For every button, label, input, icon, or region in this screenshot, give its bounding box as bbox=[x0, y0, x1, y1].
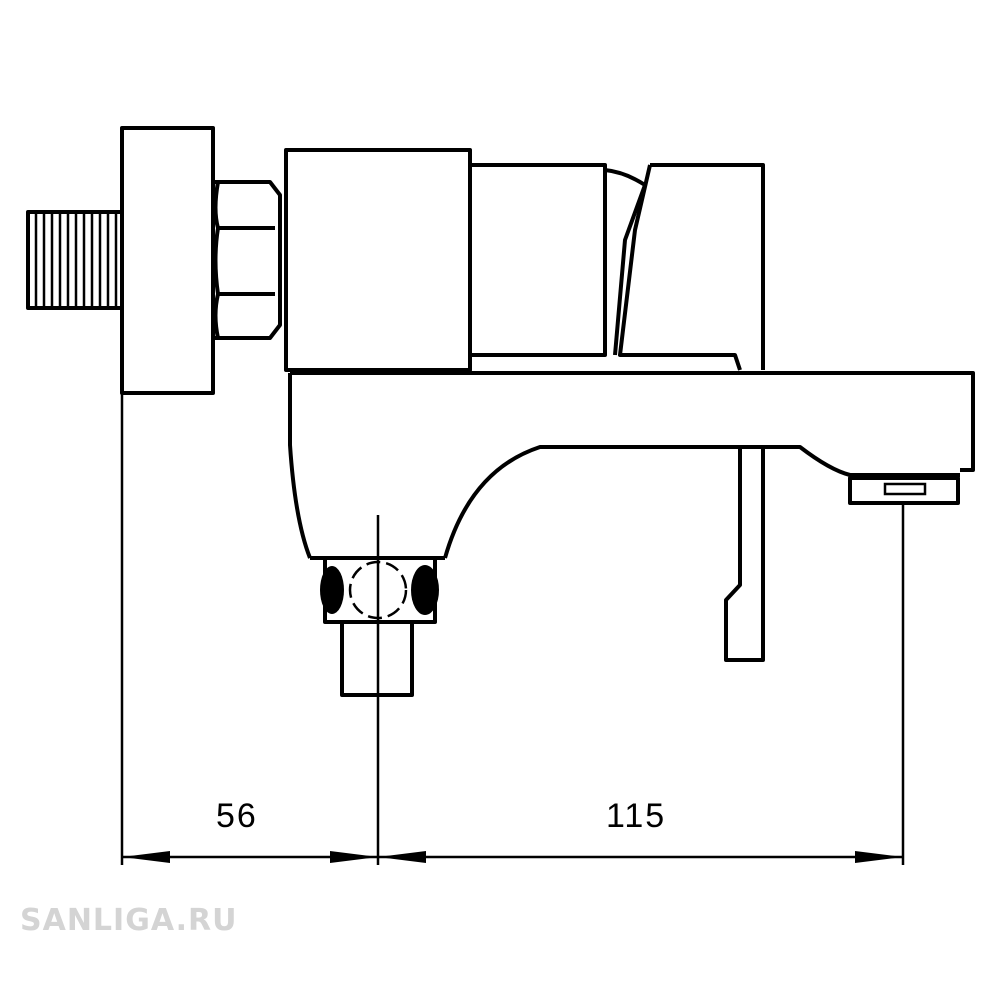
spout bbox=[288, 371, 975, 559]
diverter-lever bbox=[724, 447, 765, 662]
hex-nut bbox=[213, 180, 282, 340]
threaded-connector bbox=[26, 210, 124, 310]
dimension-label-left: 56 bbox=[216, 797, 258, 835]
handle-cartridge bbox=[470, 163, 765, 371]
wall-flange bbox=[120, 126, 215, 395]
mixer-body bbox=[284, 148, 472, 372]
dimension-label-right: 115 bbox=[606, 797, 667, 835]
dimension-lines bbox=[120, 393, 905, 865]
watermark-logo: SANLIGA.RU bbox=[20, 903, 238, 938]
valve-connector bbox=[310, 556, 445, 697]
